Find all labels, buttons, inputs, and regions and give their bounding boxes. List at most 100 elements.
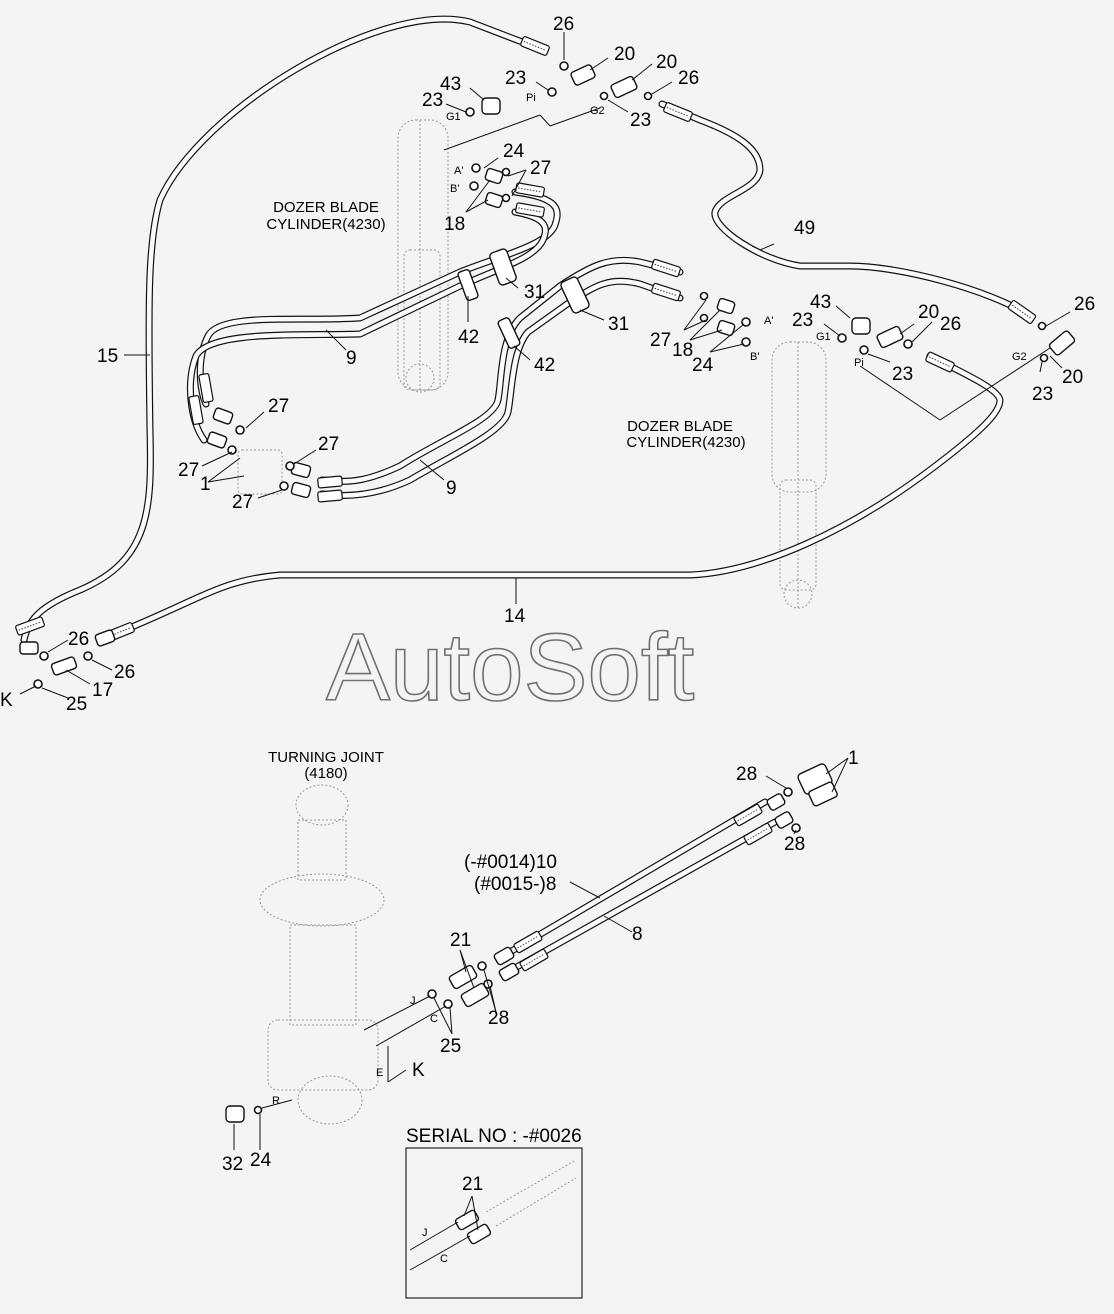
port-j: J [410,995,416,1007]
hose-9-upper [186,188,561,444]
hose-14 [106,352,1004,640]
part-18-a: 18 [444,214,465,235]
part-27-f: 27 [232,492,253,513]
part-17: 17 [92,680,113,701]
port-pi-left: Pi [526,92,536,104]
port-b-left: B' [450,183,459,195]
dozer-cylinder-left-line1: DOZER BLADE [273,199,379,216]
part-23-b: 23 [422,90,443,111]
part-31-a: 31 [524,282,545,303]
connection-k-lower: K [412,1060,425,1081]
part-42-b: 42 [534,355,555,376]
inset-port-j: J [422,1227,428,1239]
part-1-b: 1 [848,748,859,769]
port-g2-right: G2 [1012,351,1027,363]
watermark: AutoSoft [326,614,694,721]
part-27-e: 27 [178,460,199,481]
part-27-b: 27 [650,330,671,351]
clamp-31-upper [489,248,517,286]
part-21-a: 21 [450,930,471,951]
part-20-d: 20 [918,302,939,323]
part-42-a: 42 [458,327,479,348]
part-32: 32 [222,1154,243,1175]
part-20-c: 20 [1062,367,1083,388]
part-23-f: 23 [892,364,913,385]
part-15: 15 [97,346,118,367]
part-27-d: 27 [318,434,339,455]
o-rings [33,61,1049,1115]
hose-9-lower [318,256,684,499]
part-27-a: 27 [530,158,551,179]
part-26-a: 26 [553,14,574,35]
dozer-cylinder-right-line2: CYLINDER(4230) [626,434,745,451]
hose-8-upper [506,798,769,956]
turning-joint-line1: TURNING JOINT [268,749,384,766]
inset-title: SERIAL NO : -#0026 [406,1126,582,1147]
part-20-b: 20 [656,52,677,73]
dozer-cylinder-right-line1: DOZER BLADE [627,418,733,435]
port-a-right: A' [764,315,773,327]
part-26-d: 26 [940,314,961,335]
part-21-b: 21 [462,1174,483,1195]
part-26-b: 26 [678,68,699,89]
part-26-e: 26 [68,629,89,650]
inset-hoses [485,1159,577,1227]
part-25-b: 25 [440,1036,461,1057]
port-a-left: A' [454,165,463,177]
part-20-a: 20 [614,44,635,65]
port-labels: G1 Pi G2 A' B' G1 Pi G2 A' B' J C E R J … [0,92,1027,1265]
port-g1-left: G1 [446,111,461,123]
dozer-cylinder-right-outline [771,341,827,610]
port-c: C [430,1013,438,1025]
part-28-b: 28 [784,834,805,855]
hose-8-lower [511,818,779,972]
turning-joint-line2: (4180) [304,765,347,782]
hose-end-sleeves [15,36,1037,972]
part-31-b: 31 [608,314,629,335]
part-23-a: 23 [505,68,526,89]
port-g2-left: G2 [590,105,605,117]
dozer-cylinder-left-line2: CYLINDER(4230) [266,216,385,233]
connection-k-left: K [0,690,13,711]
port-g1-right: G1 [816,331,831,343]
part-8: 8 [632,924,643,945]
part-9-a: 9 [346,348,357,369]
port-e: E [376,1067,383,1079]
part-14: 14 [504,606,526,627]
turning-joint-outline [259,784,385,1125]
part-23-e: 23 [792,310,813,331]
leader-lines [19,32,1071,1271]
hose-49 [658,100,1034,320]
inset-port-c: C [440,1253,448,1265]
part-18-b: 18 [672,340,693,361]
block-outline [237,449,283,495]
hose-variant-8: (#0015-)8 [474,874,556,895]
part-9-b: 9 [446,478,457,499]
part-1-a: 1 [200,474,211,495]
port-b-right: B' [750,351,759,363]
part-26-c: 26 [1074,294,1095,315]
part-28-c: 28 [488,1008,509,1029]
inset-box [405,1147,583,1299]
port-pi-right: Pi [854,357,864,369]
part-24-a: 24 [503,141,525,162]
part-27-c: 27 [268,396,289,417]
part-49: 49 [794,218,815,239]
part-25-a: 25 [66,694,87,715]
component-captions: DOZER BLADE CYLINDER(4230) DOZER BLADE C… [266,199,745,1147]
hose-15 [20,15,534,644]
port-r: R [272,1095,280,1107]
fittings [19,64,1076,1245]
part-23-c: 23 [630,110,651,131]
clamp-42-upper [457,268,479,302]
hose-variant-10: (-#0014)10 [464,852,557,873]
part-28-a: 28 [736,764,757,785]
part-43-a: 43 [440,74,461,95]
dozer-cylinder-left-outline [397,119,449,393]
part-24-b: 24 [692,355,714,376]
part-43-b: 43 [810,292,831,313]
part-23-d: 23 [1032,384,1053,405]
part-24-c: 24 [250,1150,272,1171]
